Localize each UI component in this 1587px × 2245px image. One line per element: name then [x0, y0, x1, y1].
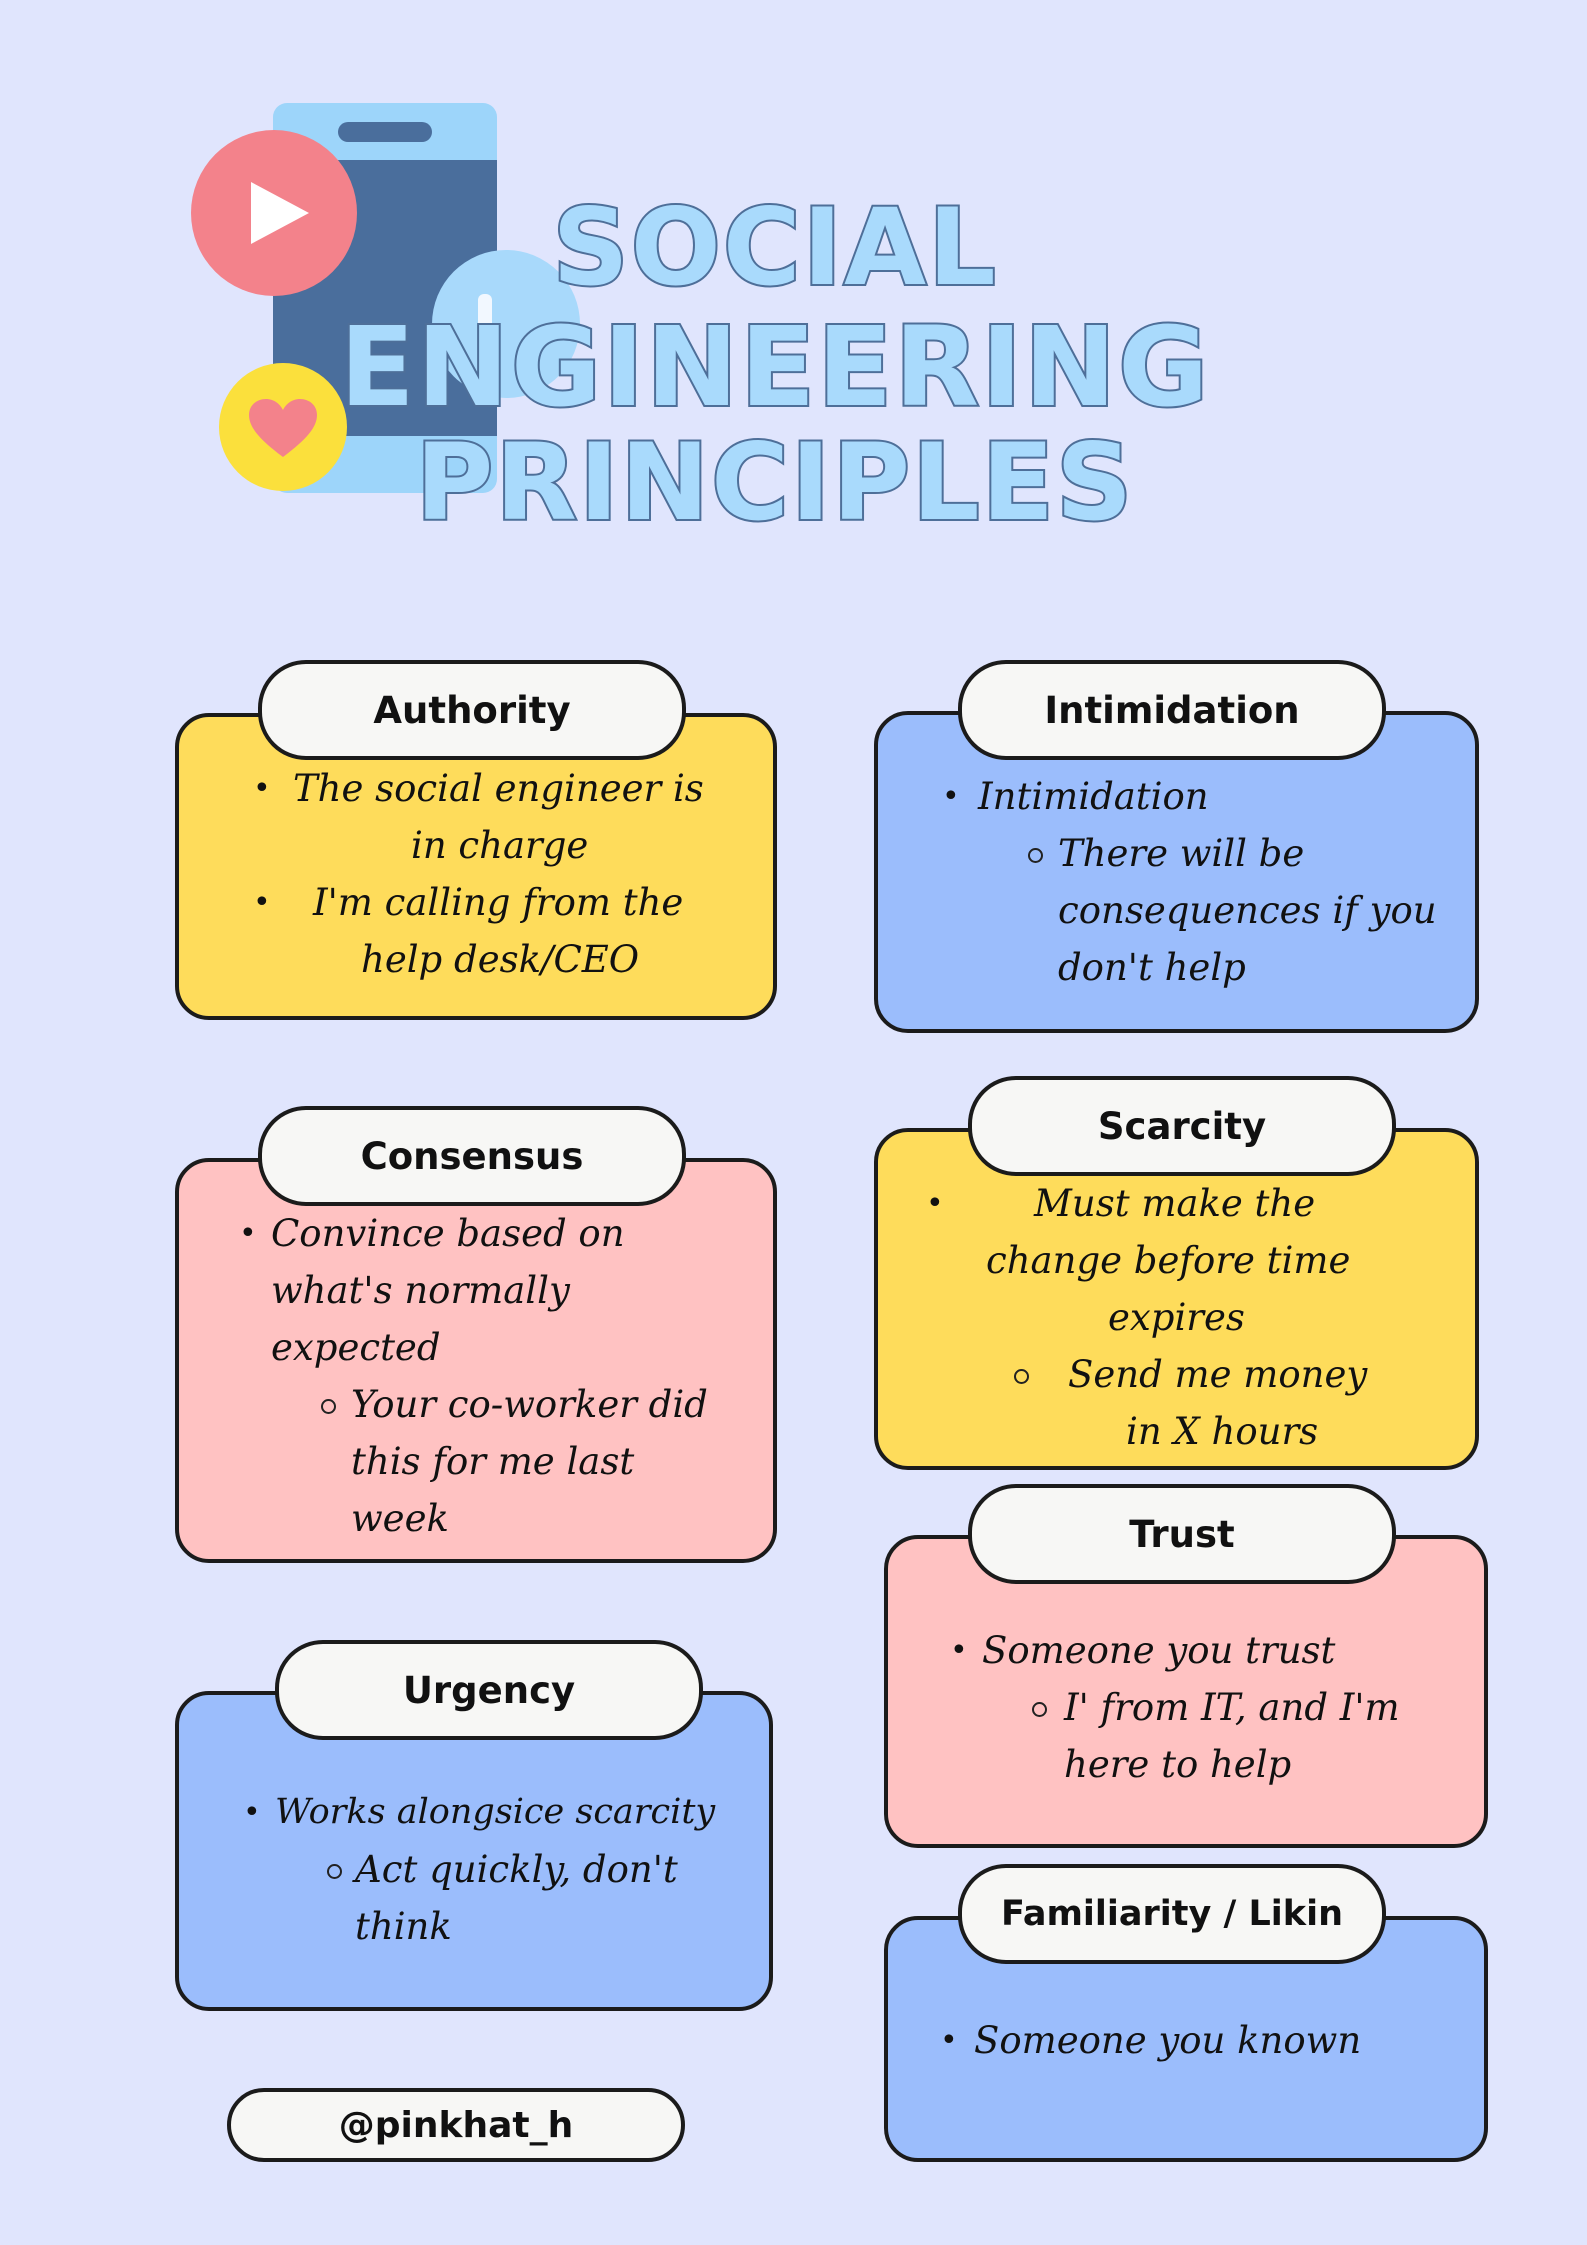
authority-line-1: The social engineer is [293, 767, 704, 810]
trust-title: Trust [968, 1484, 1396, 1584]
urgency-title: Urgency [275, 1640, 703, 1740]
thumb-shape [478, 294, 492, 334]
intimidation-title: Intimidation [958, 660, 1386, 760]
trust-body: • Someone you trust I' from IT, and I'm … [884, 1622, 1488, 1812]
play-icon [191, 130, 357, 296]
bullet-icon: • [239, 1216, 257, 1251]
bullet-icon: • [940, 2023, 958, 2058]
scarcity-line-1: Must make the [1034, 1182, 1316, 1225]
authority-line-3: I'm calling from the [313, 881, 684, 924]
consensus-line-3: expected [271, 1326, 441, 1369]
sub-bullet-icon [321, 1399, 336, 1414]
bullet-icon: • [950, 1633, 968, 1668]
trust-line-2: I' from IT, and I'm [1064, 1686, 1400, 1729]
title-line-1: SOCIAL [550, 186, 998, 309]
heart-icon [219, 363, 347, 491]
consensus-card [175, 1158, 777, 1563]
consensus-title: Consensus [258, 1106, 686, 1206]
bullet-icon: • [942, 779, 960, 814]
scarcity-line-4: Send me money [1068, 1353, 1368, 1396]
urgency-line-2: Act quickly, don't [355, 1848, 678, 1891]
consensus-line-1: Convince based on [271, 1212, 625, 1255]
scarcity-title: Scarcity [968, 1076, 1396, 1176]
intimidation-line-3: consequences if you [1058, 889, 1437, 932]
author-handle: @pinkhat_h [227, 2088, 685, 2162]
intimidation-body: • Intimidation There will be consequence… [874, 768, 1479, 1008]
authority-body: • The social engineer is in charge • I'm… [175, 760, 777, 1000]
intimidation-line-1: Intimidation [978, 775, 1209, 818]
sub-bullet-icon [1014, 1369, 1029, 1384]
phone-speaker [338, 122, 432, 142]
trust-line-3: here to help [1064, 1743, 1292, 1786]
scarcity-line-3: expires [1108, 1296, 1245, 1339]
like-icon [432, 250, 580, 398]
title-line-3: PRINCIPLES [414, 421, 1135, 544]
authority-title: Authority [258, 660, 686, 760]
intimidation-line-4: don't help [1058, 946, 1246, 989]
scarcity-line-5: in X hours [1126, 1410, 1319, 1453]
scarcity-body: • Must make the change before time expir… [874, 1175, 1479, 1465]
consensus-line-2: what's normally [271, 1269, 570, 1312]
consensus-line-4: Your co-worker did [351, 1383, 708, 1426]
consensus-line-5: this for me last [351, 1440, 635, 1483]
sub-bullet-icon [1028, 848, 1043, 863]
scarcity-card [874, 1128, 1479, 1470]
trust-card [884, 1535, 1488, 1848]
authority-card [175, 713, 777, 1020]
urgency-card [175, 1691, 773, 2011]
bullet-icon: • [253, 885, 271, 920]
sub-bullet-icon [1032, 1702, 1047, 1717]
urgency-body: • Works alongsice scarcity Act quickly, … [175, 1784, 773, 1964]
consensus-line-6: week [351, 1497, 449, 1540]
sub-bullet-icon [327, 1864, 342, 1879]
consensus-body: • Convince based on what's normally expe… [175, 1205, 777, 1550]
urgency-line-1: Works alongsice scarcity [275, 1792, 716, 1832]
title-line-2: ENGINEERING [338, 303, 1211, 431]
authority-line-4: help desk/CEO [361, 938, 640, 981]
trust-line-1: Someone you trust [982, 1629, 1336, 1672]
familiarity-title: Familiarity / Likin [958, 1864, 1386, 1964]
bullet-icon: • [253, 771, 271, 806]
authority-line-2: in charge [411, 824, 589, 867]
familiarity-line-1: Someone you known [974, 2019, 1362, 2062]
bullet-icon: • [926, 1186, 944, 1221]
bullet-icon: • [243, 1795, 261, 1830]
intimidation-card [874, 711, 1479, 1033]
scarcity-line-2: change before time [986, 1239, 1351, 1282]
intimidation-line-2: There will be [1058, 832, 1305, 875]
urgency-line-3: think [355, 1905, 452, 1948]
familiarity-body: • Someone you known [884, 2012, 1488, 2072]
